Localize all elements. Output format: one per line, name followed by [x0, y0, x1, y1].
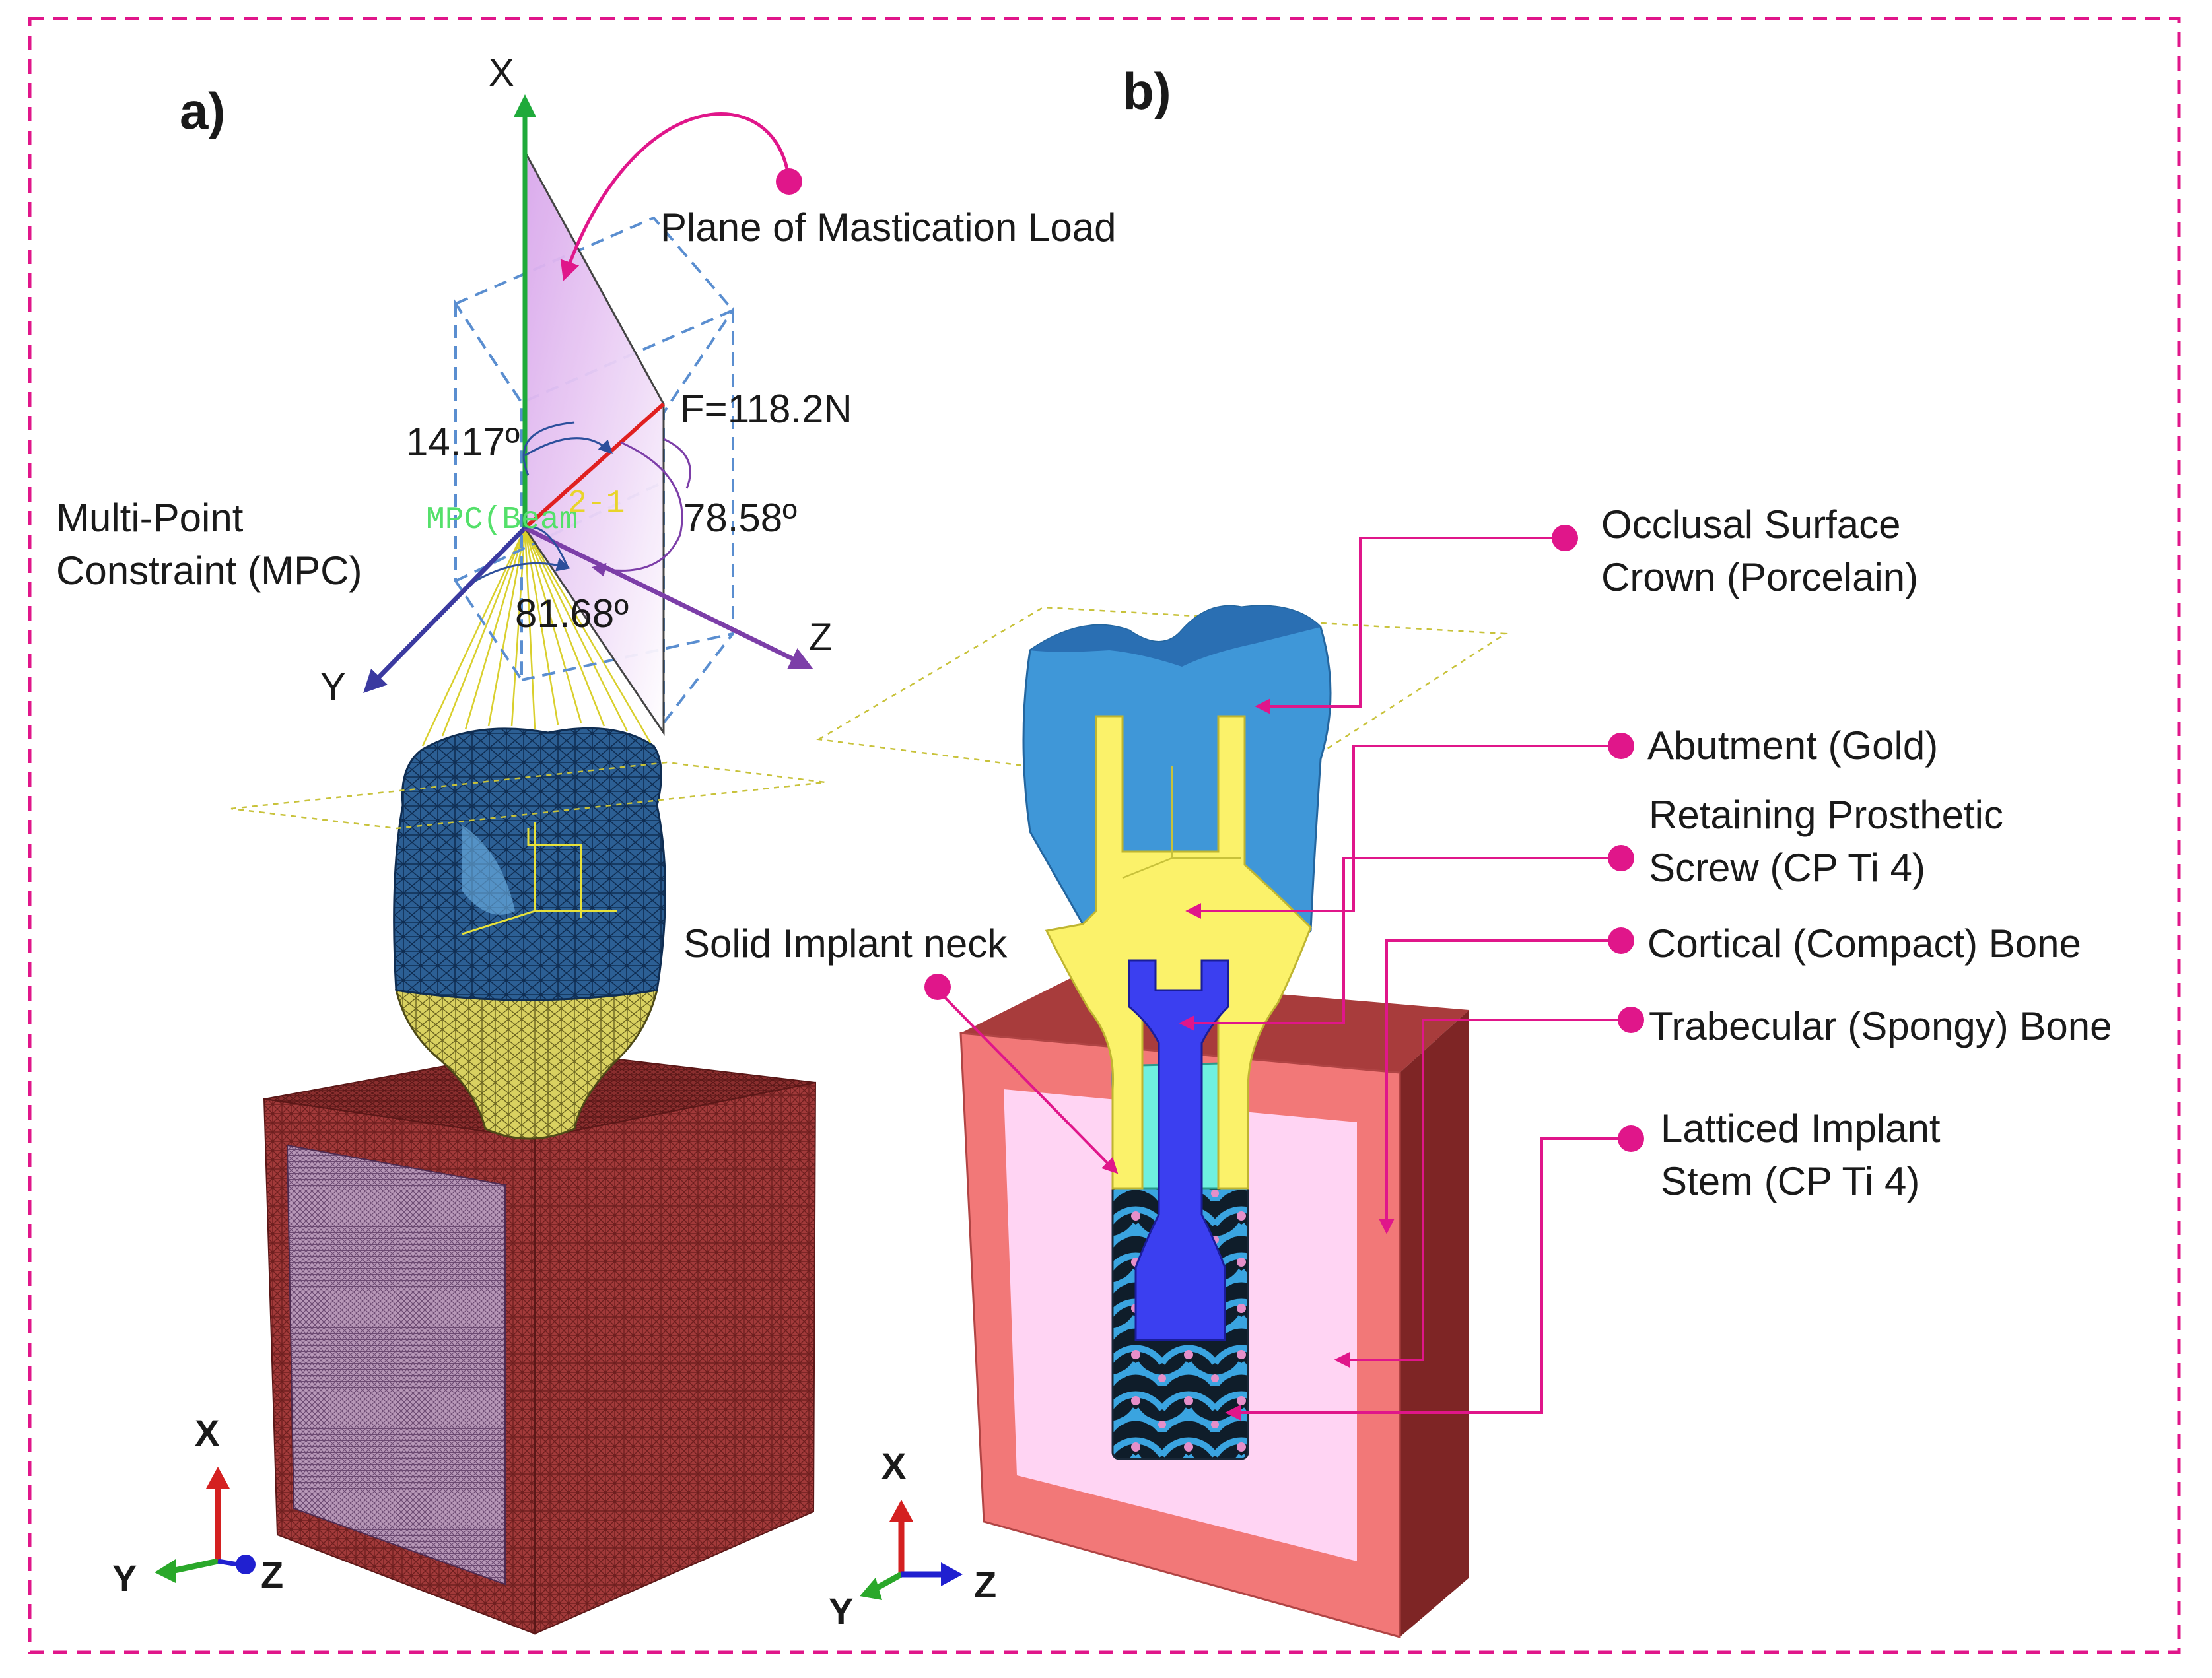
- mpc-tag: MPC(Beam: [426, 502, 578, 538]
- crown-local-axes: [462, 822, 617, 935]
- angle-arcs: [475, 421, 691, 582]
- bone-block-mesh: [263, 1048, 817, 1635]
- force-vector: [523, 402, 666, 530]
- callout-cortical: Cortical (Compact) Bone: [1647, 922, 2081, 966]
- axis-z-label: Z: [809, 616, 832, 659]
- axis-z-arrow: [524, 525, 813, 669]
- mpc-spokes: [421, 527, 652, 747]
- axis-y-label: Y: [320, 665, 346, 708]
- callout-neck: Solid Implant neck: [683, 922, 1008, 966]
- mpc-label-line1: Multi-Point: [56, 496, 244, 540]
- retaining-screw: [1128, 959, 1229, 1341]
- plane-label: Plane of Mastication Load: [660, 205, 1116, 250]
- callout-screw-line2: Screw (CP Ti 4): [1649, 846, 1925, 890]
- cortical-side-face: [1400, 1010, 1469, 1637]
- callout-crown-line1: Occlusal Surface: [1601, 502, 1901, 547]
- angle-3-label: 81.68º: [515, 591, 629, 636]
- figure-frame: [28, 17, 2181, 1654]
- callout-abutment: Abutment (Gold): [1647, 723, 1938, 768]
- callout-stem-line2: Stem (CP Ti 4): [1661, 1159, 1919, 1203]
- triad-a: X Y Z: [112, 1412, 283, 1599]
- plane-callout-curve: [560, 112, 791, 281]
- panel-b: b): [683, 62, 2112, 1638]
- axis-x-label: X: [489, 51, 514, 94]
- callout-dots: [924, 525, 1644, 1152]
- reference-plane-b: [816, 606, 1508, 797]
- crown-mesh: [393, 727, 666, 1001]
- callout-stem-line1: Latticed Implant: [1661, 1106, 1941, 1151]
- callout-lines: [936, 537, 1628, 1421]
- triad-b-y: Y: [829, 1590, 853, 1632]
- callout-screw-line1: Retaining Prosthetic: [1649, 793, 2003, 837]
- plane-callout-dot: [776, 168, 802, 195]
- panel-b-label: b): [1123, 62, 1171, 120]
- angle-1-label: 14.17º: [406, 420, 520, 464]
- panel-a: a): [56, 51, 1116, 1635]
- force-label: F=118.2N: [680, 387, 852, 431]
- axis-y-arrow: [363, 526, 527, 694]
- callout-crown-line2: Crown (Porcelain): [1601, 555, 1918, 599]
- triad-b-z: Z: [974, 1564, 996, 1605]
- crown-local-axes-b: [1122, 766, 1241, 879]
- callout-trabecular: Trabecular (Spongy) Bone: [1649, 1004, 2112, 1048]
- angle-2-label: 78.58º: [683, 496, 797, 540]
- triad-b: X Y Z: [829, 1445, 996, 1632]
- triad-b-x: X: [881, 1445, 906, 1487]
- triad-a-z: Z: [261, 1554, 283, 1595]
- mpc-label-line2: Constraint (MPC): [56, 549, 362, 593]
- mpc-tag-2: 2-1: [568, 486, 625, 521]
- abutment-section: [1045, 715, 1312, 1190]
- panel-a-label: a): [180, 82, 225, 140]
- triad-a-y: Y: [112, 1557, 137, 1599]
- triad-a-x: X: [195, 1412, 219, 1454]
